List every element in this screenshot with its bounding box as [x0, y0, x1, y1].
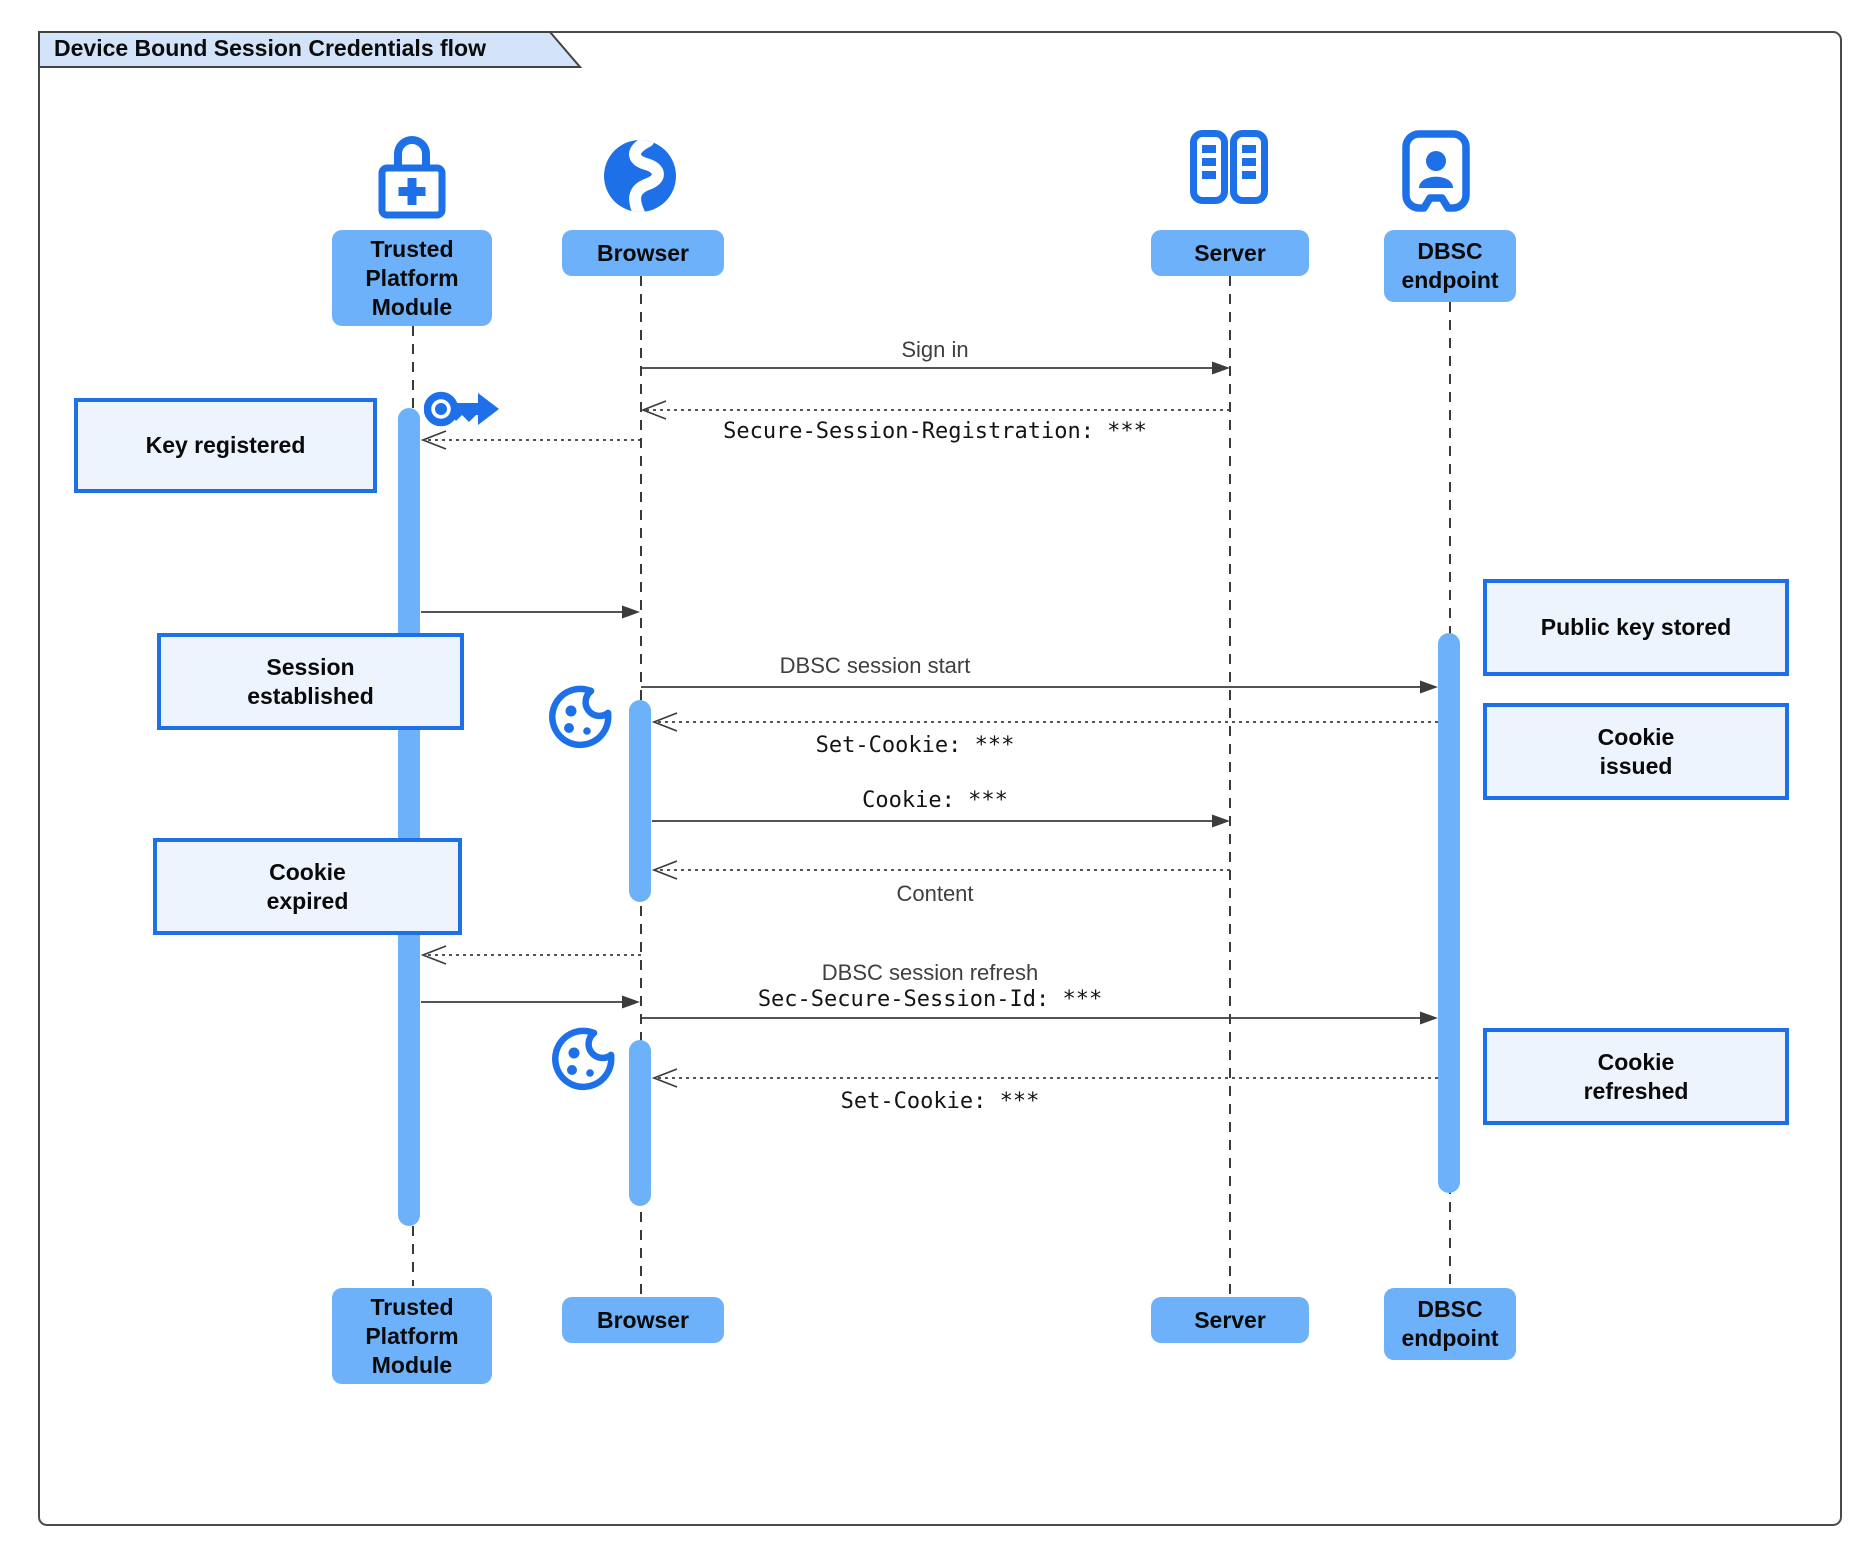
participant-dbsc-bottom: DBSC endpoint [1384, 1288, 1516, 1360]
arrow-proof-ready [421, 995, 640, 1009]
note-cookie-issued: Cookie issued [1483, 703, 1789, 800]
participant-server-bottom: Server [1151, 1297, 1309, 1343]
note-session-established: Session established [157, 633, 464, 730]
diagram-title: Device Bound Session Credentials flow [54, 35, 486, 61]
server-rack-icon [1190, 130, 1268, 204]
message-label-sign-in: Sign in [901, 337, 969, 362]
message-label-cookie: Cookie: *** [862, 788, 1008, 813]
participant-tpm-top: Trusted Platform Module [332, 230, 492, 326]
activation-browser-2 [629, 1040, 651, 1206]
message-label-session-registration: Secure-Session-Registration: *** [723, 419, 1147, 444]
activation-tpm [398, 408, 420, 1226]
title-tab-shape [38, 31, 582, 68]
lock-plus-icon [378, 136, 446, 219]
message-label-set-cookie-2: Set-Cookie: *** [840, 1089, 1040, 1114]
arrow-key-created [421, 605, 640, 619]
arrow-sign-in [641, 361, 1230, 375]
activation-dbsc [1438, 633, 1460, 1193]
participant-browser-bottom: Browser [562, 1297, 724, 1343]
note-public-key-stored: Public key stored [1483, 579, 1789, 676]
diagram-frame [38, 31, 1842, 1526]
arrow-dbsc-session-start [641, 680, 1438, 694]
participant-dbsc-top: DBSC endpoint [1384, 230, 1516, 302]
participant-server-top: Server [1151, 230, 1309, 276]
note-cookie-refreshed: Cookie refreshed [1483, 1028, 1789, 1125]
message-label-set-cookie-1: Set-Cookie: *** [815, 733, 1015, 758]
message-label-dbsc-session-refresh: DBSC session refresh [821, 960, 1039, 985]
cookie-icon [549, 685, 612, 749]
arrow-cookie [652, 814, 1230, 828]
arrow-dbsc-session-refresh [641, 1011, 1438, 1025]
note-key-registered: Key registered [74, 398, 377, 493]
message-label-dbsc-session-start: DBSC session start [779, 653, 971, 678]
note-cookie-expired: Cookie expired [153, 838, 462, 935]
message-label-content: Content [896, 881, 974, 906]
activation-browser-1 [629, 700, 651, 902]
participant-browser-top: Browser [562, 230, 724, 276]
cookie-icon [552, 1027, 615, 1091]
diagram-title-tab [38, 31, 582, 69]
participant-tpm-bottom: Trusted Platform Module [332, 1288, 492, 1384]
key-icon [424, 391, 499, 427]
message-label-sec-secure-session-id: Sec-Secure-Session-Id: *** [757, 987, 1103, 1012]
globe-icon [604, 140, 676, 212]
account-box-icon [1402, 130, 1470, 212]
